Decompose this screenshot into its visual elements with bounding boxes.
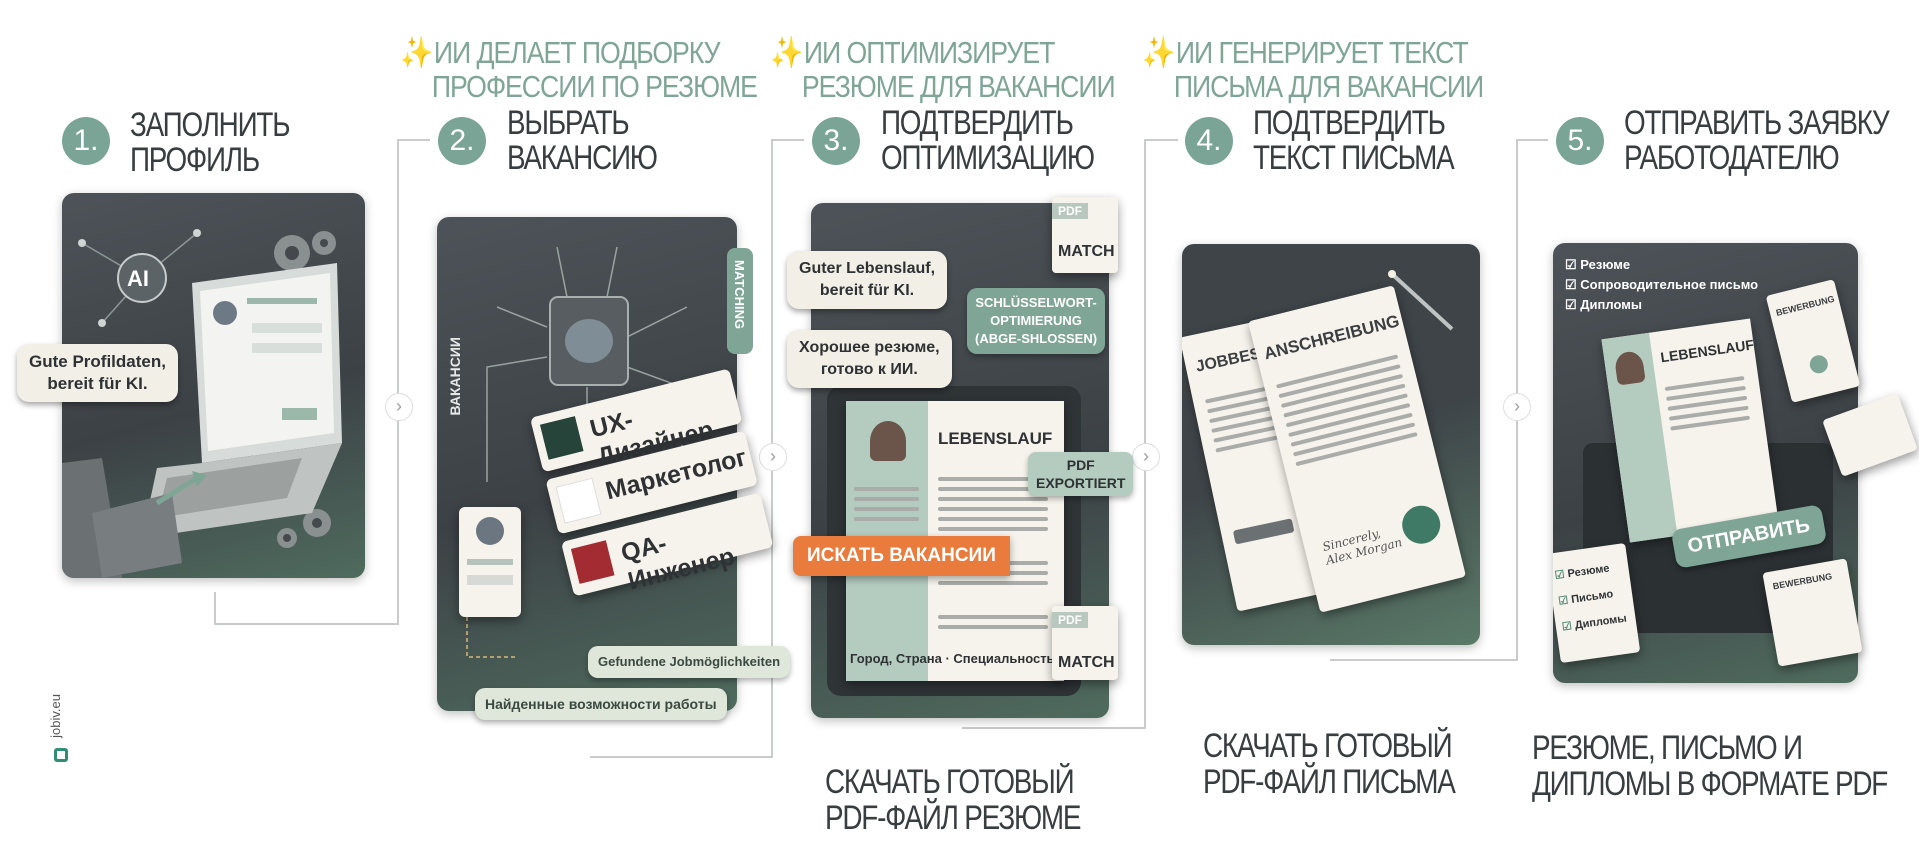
keyword-optimization-badge: SCHLÜSSELWORT- OPTIMIERUNG (ABGE-SHLOSSE… [967,288,1106,354]
search-vacancies-button[interactable]: ИСКАТЬ ВАКАНСИИ [793,536,1010,576]
resume-sheet: LEBENSLAUF [1601,318,1779,543]
magic-wand-icon [1388,270,1454,331]
avatar [476,517,504,545]
step-number: 2. [438,117,486,165]
speech-bubble: Gute Profildaten, bereit für KI. [17,344,178,402]
pdf-match-file-icon: PDF MATCH [1052,606,1118,680]
avatar [870,421,906,461]
sparkle-icon: ✨ [400,35,433,70]
step-number: 3. [812,117,860,165]
network-illustration [62,229,342,578]
next-arrow-icon: › [1132,443,1160,471]
ai-icon: AI [127,266,149,291]
checklist: ☑ Резюме ☑ Сопроводительное письмо ☑ Дип… [1565,255,1758,315]
checkbox-item: ☑ Сопроводительное письмо [1565,277,1759,292]
pdf-exported-badge: PDF EXPORTIERT [1028,452,1134,496]
panel-letter: JOBBESCHREIBUNG ANSCHREIBUNG Sincerely, … [1182,244,1480,645]
speech-bubble: Guter Lebenslauf, bereit für KI. [787,251,948,309]
step-number: 5. [1556,117,1604,165]
certificate-stack: BEWERBUNG [1762,558,1863,667]
matching-tag: MATCHING [727,248,753,354]
sparkle-icon: ✨ [1142,35,1175,70]
found-jobs-de: Gefundene Jobmöglichkeiten [588,646,791,678]
checkbox-item: ☑ Дипломы [1565,297,1642,312]
vacancies-label: ВАКАНСИИ [447,337,463,416]
step-number: 1. [62,117,110,165]
checklist-card: ☑ Резюме ☑ Письмо ☑ Дипломы [1553,542,1641,664]
step-number: 4. [1185,117,1233,165]
next-arrow-icon: › [759,443,787,471]
next-arrow-icon: › [1503,393,1531,421]
sparkle-icon: ✨ [770,35,803,70]
brand-logo: jobiv.eu [48,694,80,770]
checkbox-item: ☑ Резюме [1565,257,1631,272]
speech-bubble: Хорошее резюме, готово к ИИ. [787,330,952,388]
next-arrow-icon: › [385,393,413,421]
jobiv-logo-icon [54,748,68,762]
profile-card [459,507,521,617]
seal-icon [1398,501,1445,548]
found-jobs-ru: Найденные возможности работы [475,688,727,720]
pdf-match-file-icon: PDF MATCH [1052,197,1118,273]
ai-chip-illustration [466,246,688,658]
